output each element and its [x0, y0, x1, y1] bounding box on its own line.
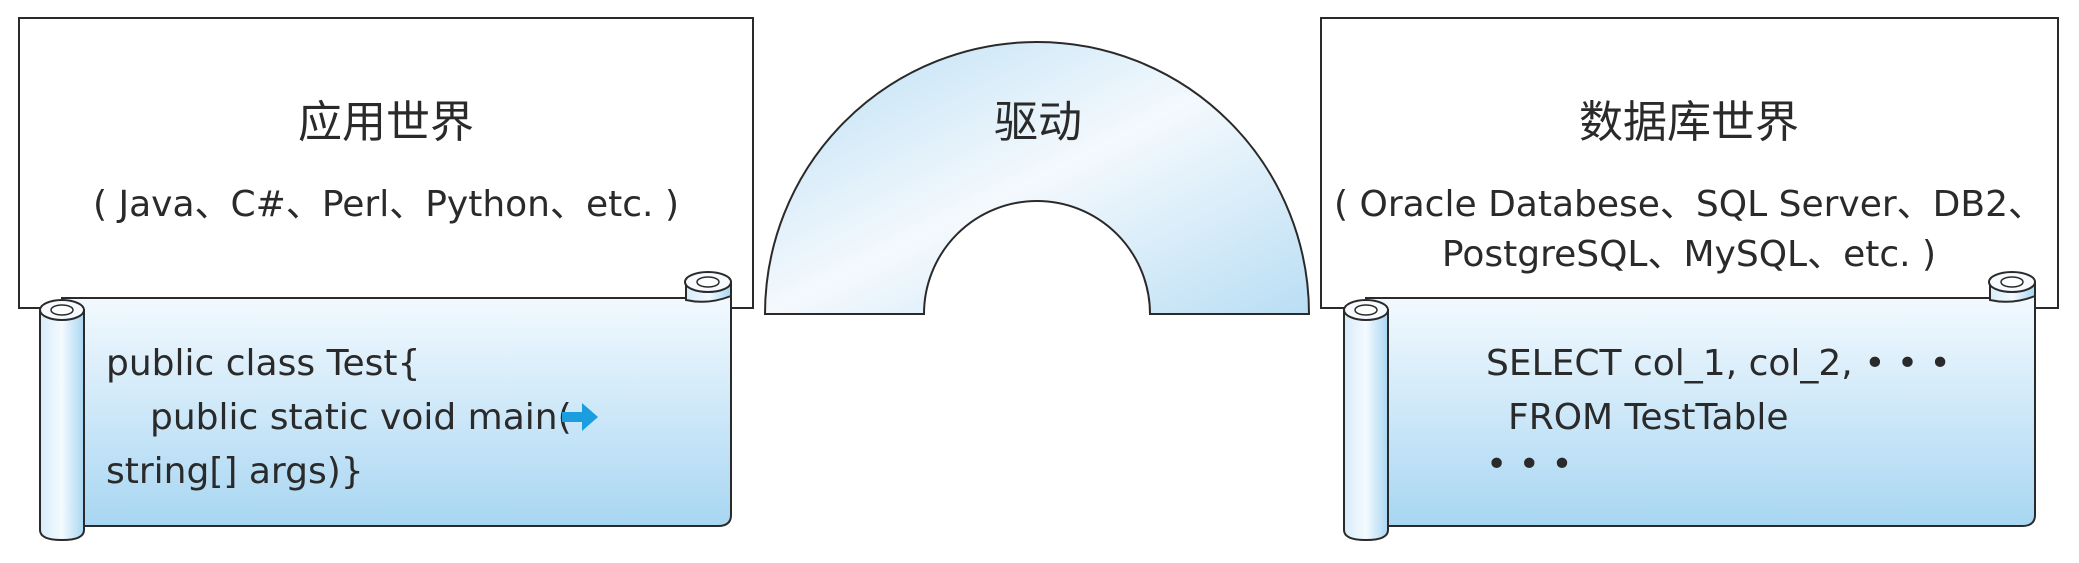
db-scroll-left-roll [1343, 309, 1389, 542]
db-world-box [1320, 17, 2059, 309]
app-code-line-3: string[] args)} [106, 451, 364, 492]
db-scroll-right-roll-core [2000, 276, 2024, 288]
app-code-line-1: public class Test{ [106, 343, 420, 384]
db-code-line-1: SELECT col_1, col_2, • • • [1486, 343, 1951, 384]
driver-label: 驱动 [994, 97, 1082, 148]
driver-arch: 驱动 [763, 41, 1311, 315]
app-world-title: 应用世界 [298, 97, 474, 148]
app-code-scroll: public class Test{ public static void ma… [39, 271, 732, 542]
db-world-subtitle-line-2: PostgreSQL、MySQL、etc. ) [1442, 234, 1936, 275]
app-world-subtitle: ( Java、C#、Perl、Python、etc. ) [93, 184, 679, 225]
right-arrow-icon [562, 403, 598, 431]
app-code-line-2: public static void main( [150, 397, 572, 438]
db-world-subtitle-line-1: ( Oracle Databese、SQL Server、DB2、 [1334, 184, 2044, 225]
db-code-scroll: SELECT col_1, col_2, • • • FROM TestTabl… [1343, 271, 2036, 542]
db-code-line-2: FROM TestTable [1508, 397, 1789, 438]
app-scroll-right-roll-core [696, 276, 720, 288]
db-code-line-3: • • • [1486, 444, 1573, 485]
db-world-panel: 数据库世界 ( Oracle Databese、SQL Server、DB2、 … [1320, 17, 2059, 309]
db-world-title: 数据库世界 [1579, 97, 1799, 148]
app-scroll-left-roll-core [50, 304, 74, 316]
app-world-panel: 应用世界 ( Java、C#、Perl、Python、etc. ) [18, 17, 754, 309]
app-scroll-left-roll [39, 309, 85, 542]
driver-arch-shape [763, 41, 1311, 315]
app-world-box [18, 17, 754, 309]
db-scroll-left-roll-core [1354, 304, 1378, 316]
